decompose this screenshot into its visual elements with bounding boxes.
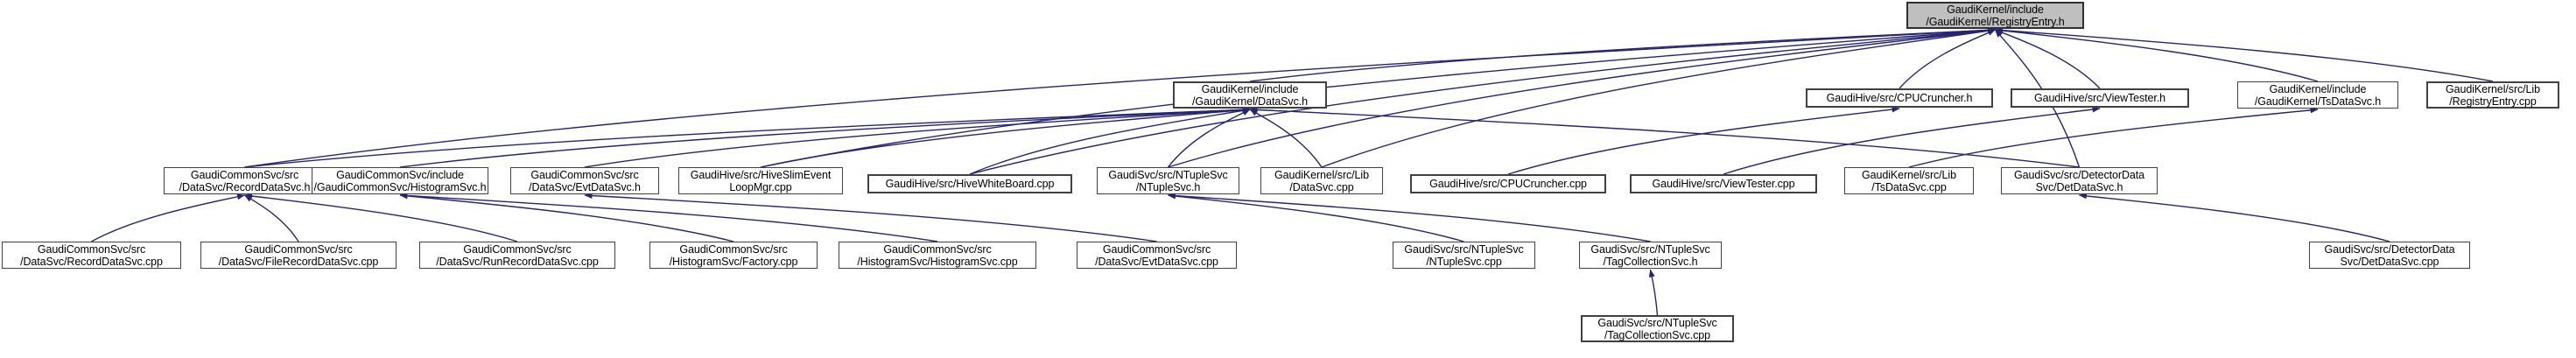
graph-node[interactable]: GaudiHive/src/CPUCruncher.h: [1806, 88, 1993, 108]
graph-edge: [1995, 27, 2319, 82]
graph-edge: [91, 193, 245, 242]
graph-edge: [399, 193, 938, 242]
graph-node[interactable]: GaudiKernel/src/Lib /TsDataSvc.cpp: [1844, 167, 1974, 194]
graph-node[interactable]: GaudiKernel/include /GaudiKernel/DataSvc…: [1173, 81, 1327, 109]
graph-edge: [584, 193, 1157, 242]
graph-node[interactable]: GaudiCommonSvc/src /DataSvc/EvtDataSvc.c…: [1077, 242, 1237, 269]
graph-node[interactable]: GaudiCommonSvc/src /DataSvc/RecordDataSv…: [2, 242, 181, 269]
graph-edge: [399, 193, 734, 242]
graph-node[interactable]: GaudiCommonSvc/src /DataSvc/FileRecordDa…: [200, 242, 397, 269]
graph-edge: [244, 106, 1251, 168]
graph-edge: [1507, 106, 1900, 175]
graph-node[interactable]: GaudiSvc/src/DetectorData Svc/DetDataSvc…: [2001, 167, 2158, 194]
graph-node[interactable]: GaudiCommonSvc/src /DataSvc/EvtDataSvc.h: [510, 167, 659, 194]
graph-node[interactable]: GaudiSvc/src/NTupleSvc /TagCollectionSvc…: [1579, 242, 1722, 269]
graph-node[interactable]: GaudiCommonSvc/include /GaudiCommonSvc/H…: [312, 167, 488, 194]
graph-node[interactable]: GaudiSvc/src/NTupleSvc /TagCollectionSvc…: [1581, 315, 1734, 342]
graph-edge: [244, 193, 518, 242]
graph-edge: [1723, 106, 2101, 175]
graph-edge: [244, 194, 299, 242]
graph-node[interactable]: GaudiKernel/src/Lib /DataSvc.cpp: [1260, 167, 1383, 194]
graph-node[interactable]: GaudiHive/src/HiveWhiteBoard.cpp: [867, 174, 1072, 193]
graph-edge: [1249, 26, 1996, 82]
graph-edge: [1899, 29, 1996, 89]
graph-edge: [1995, 29, 2101, 89]
graph-node[interactable]: GaudiCommonSvc/src /HistogramSvc/Factory…: [649, 242, 818, 269]
graph-edge: [1995, 27, 2494, 82]
graph-node[interactable]: GaudiSvc/src/NTupleSvc /NTupleSvc.h: [1097, 167, 1239, 194]
graph-edge: [760, 107, 1251, 168]
graph-edge: [1168, 193, 1651, 242]
graph-edge: [1648, 269, 1659, 316]
graph-node[interactable]: GaudiCommonSvc/src /DataSvc/RecordDataSv…: [164, 167, 326, 194]
graph-edge: [584, 107, 1251, 168]
graph-node[interactable]: GaudiHive/src/ViewTester.cpp: [1630, 174, 1817, 193]
graph-node[interactable]: GaudiKernel/src/Lib /RegistryEntry.cpp: [2426, 81, 2559, 109]
graph-node-root[interactable]: GaudiKernel/include /GaudiKernel/Registr…: [1906, 2, 2084, 29]
graph-edge: [399, 106, 1251, 168]
graph-edge: [1249, 106, 2080, 168]
graph-edge: [1249, 109, 1323, 168]
graph-node[interactable]: GaudiSvc/src/DetectorData Svc/DetDataSvc…: [2309, 242, 2470, 269]
graph-edge: [244, 26, 1996, 168]
graph-node[interactable]: GaudiCommonSvc/src /HistogramSvc/Histogr…: [839, 242, 1036, 269]
graph-edge: [2079, 193, 2390, 242]
graph-edge: [969, 107, 1251, 175]
graph-node[interactable]: GaudiSvc/src/NTupleSvc /NTupleSvc.cpp: [1393, 242, 1535, 269]
graph-edge: [1167, 109, 1251, 168]
graph-edge: [1908, 107, 2319, 168]
graph-node[interactable]: GaudiKernel/include /GaudiKernel/TsDataS…: [2237, 81, 2398, 109]
graph-node[interactable]: GaudiHive/src/HiveSlimEvent LoopMgr.cpp: [678, 167, 843, 194]
graph-node[interactable]: GaudiHive/src/ViewTester.h: [2011, 88, 2189, 108]
graph-node[interactable]: GaudiCommonSvc/src /DataSvc/RunRecordDat…: [419, 242, 615, 269]
graph-edge: [1168, 193, 1464, 242]
graph-node[interactable]: GaudiHive/src/CPUCruncher.cpp: [1410, 174, 1606, 193]
